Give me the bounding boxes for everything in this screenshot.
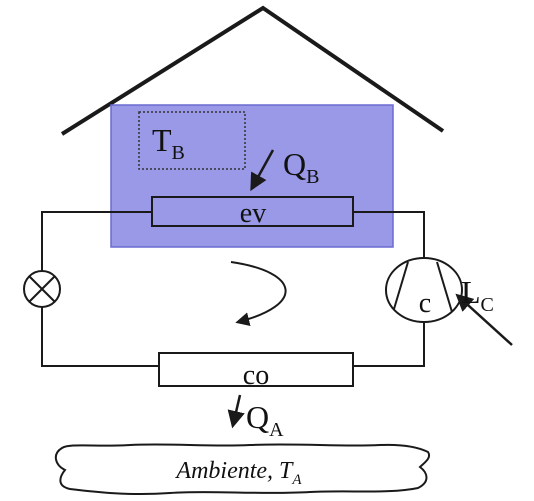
expansion-valve-icon [23,270,61,308]
ambient-label: Ambiente, TA [174,458,302,488]
room-temperature-box [138,111,246,170]
condenser [158,352,354,387]
condenser-label: co [243,360,269,391]
house-roof [60,5,445,136]
work-arrow [455,293,513,346]
work-label: LC [461,274,494,316]
room-temperature-label: TB [152,122,185,164]
heat-in-label: QB [283,146,319,188]
ambient-cloud [54,443,430,496]
compressor-icon [385,257,463,323]
circuit-wires [41,211,425,367]
heat-out-arrow [227,394,245,429]
compressor-label: c [419,288,431,319]
evaporator [151,196,354,227]
heat-in-arrow [250,149,275,192]
heat-out-label: QA [246,399,284,441]
evaporator-label: ev [240,198,266,229]
cycle-direction-arrow [230,261,287,327]
